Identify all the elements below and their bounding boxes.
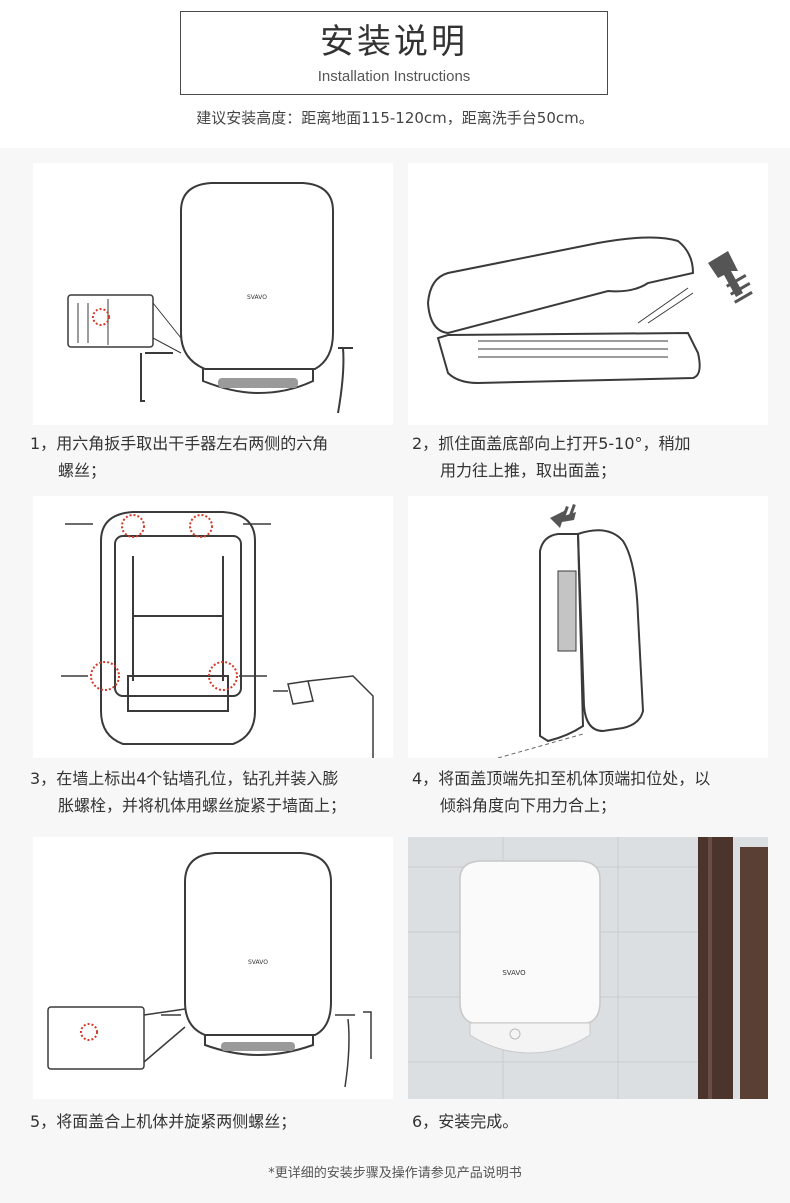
- cover-attach-illustration: [497, 504, 645, 758]
- dryer-front-screws-illustration: SVAVO: [67, 182, 353, 414]
- step-4-illustration: [408, 496, 768, 758]
- screw-highlight: [80, 1023, 98, 1041]
- footer-note: *更详细的安装步骤及操作请参见产品说明书: [268, 1166, 522, 1181]
- step-6-text: 6，安装完成。: [412, 1108, 772, 1135]
- installed-dryer-photo: SVAVO: [408, 837, 768, 1099]
- step-2-line2: 用力往上推，取出面盖；: [440, 461, 617, 480]
- step-3-number: 3，: [30, 769, 57, 788]
- side-vent: [557, 570, 577, 652]
- zoom-inset: [67, 294, 154, 348]
- door-frame: [698, 837, 733, 1099]
- page-title-english: Installation Instructions: [317, 68, 471, 85]
- brand-logo: SVAVO: [502, 969, 526, 977]
- header: 安装说明 Installation Instructions 建议安装高度：距离…: [0, 0, 790, 148]
- dryer-side-body: [539, 533, 585, 743]
- page-title: 安装说明: [320, 22, 468, 62]
- brand-logo: SVAVO: [248, 959, 268, 966]
- step-5-number: 5，: [30, 1112, 57, 1131]
- dryer-body: [436, 331, 701, 385]
- step-6-photo: SVAVO: [408, 837, 768, 1099]
- drill-hole-markers: [90, 514, 238, 691]
- step-3-line2: 胀螺栓，并将机体用螺丝旋紧于墙面上；: [58, 796, 347, 815]
- step-1-text: 1，用六角扳手取出干手器左右两侧的六角 螺丝；: [30, 430, 390, 484]
- install-height-note: 建议安装高度：距离地面115-120cm，距离洗手台50cm。: [196, 109, 594, 127]
- hex-key-icon: [363, 1011, 372, 1059]
- step-6-number: 6，: [412, 1112, 439, 1131]
- step-4-number: 4，: [412, 769, 439, 788]
- air-outlet-grille: [221, 1042, 295, 1051]
- screw-highlight: [92, 308, 110, 326]
- up-arrow-icon: [708, 251, 753, 304]
- zoom-inset: [47, 1006, 145, 1070]
- step-5-illustration: SVAVO: [33, 837, 393, 1099]
- wall-mounting-illustration: [61, 511, 374, 758]
- tilted-cover: [576, 529, 645, 733]
- step-2-text: 2，抓住面盖底部向上打开5-10°，稍加 用力往上推，取出面盖；: [412, 430, 772, 484]
- down-arrow-icon: [550, 504, 576, 528]
- step-1-line1: 用六角扳手取出干手器左右两侧的六角: [56, 434, 329, 453]
- step-5-line1: 将面盖合上机体并旋紧两侧螺丝；: [56, 1112, 297, 1131]
- title-box: 安装说明 Installation Instructions: [180, 11, 608, 95]
- cover-removal-illustration: [426, 236, 753, 385]
- step-4-line2: 倾斜角度向下用力合上；: [440, 796, 617, 815]
- step-1-line2: 螺丝；: [58, 461, 107, 480]
- step-4-text: 4，将面盖顶端先扣至机体顶端扣位处，以 倾斜角度向下用力合上；: [412, 765, 772, 819]
- dryer-front: [184, 852, 332, 1036]
- brand-logo: SVAVO: [247, 294, 267, 301]
- step-6-line1: 安装完成。: [438, 1112, 519, 1131]
- step-2-line1: 抓住面盖底部向上打开5-10°，稍加: [438, 434, 691, 453]
- hex-key-icon: [140, 353, 145, 402]
- dryer-cover: [426, 236, 695, 335]
- step-2-number: 2，: [412, 434, 439, 453]
- step-4-line1: 将面盖顶端先扣至机体顶端扣位处，以: [438, 769, 711, 788]
- drill-icon: [273, 675, 374, 758]
- tighten-screws-illustration: SVAVO: [47, 852, 372, 1088]
- step-3-text: 3，在墙上标出4个钻墙孔位，钻孔并装入膨 胀螺栓，并将机体用螺丝旋紧于墙面上；: [30, 765, 400, 819]
- hand-sensor-icon: [509, 1028, 521, 1040]
- step-1-illustration: SVAVO: [33, 163, 393, 425]
- dryer-back-frame: [100, 511, 256, 745]
- dryer-body: [459, 860, 601, 1024]
- step-3-line1: 在墙上标出4个钻墙孔位，钻孔并装入膨: [56, 769, 339, 788]
- step-3-illustration: [33, 496, 393, 758]
- step-2-illustration: [408, 163, 768, 425]
- air-outlet-grille: [218, 378, 298, 388]
- step-1-number: 1，: [30, 434, 57, 453]
- step-5-text: 5，将面盖合上机体并旋紧两侧螺丝；: [30, 1108, 390, 1135]
